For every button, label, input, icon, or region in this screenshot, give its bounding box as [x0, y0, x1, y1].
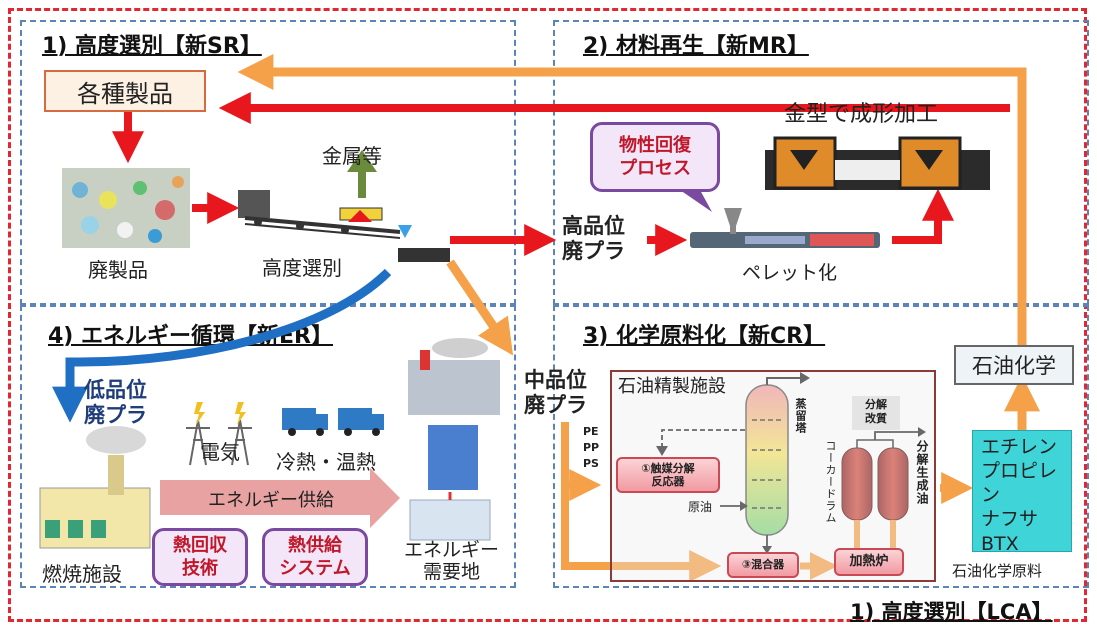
plastics-list: PE PP PS [583, 424, 599, 472]
title-lca: 1) 高度選別【LCA】 [850, 596, 1053, 626]
plastic-pe: PE [583, 425, 599, 438]
refinery-diagram [656, 372, 926, 554]
outer-lca-border [8, 8, 1087, 622]
quadrant-mr [553, 20, 1089, 305]
low-grade-label: 低品位 廃プラ [84, 378, 147, 428]
mixer-box: ③混合器 [727, 552, 799, 578]
property-recovery-line2: プロセス [619, 158, 691, 179]
waste-products-label: 廃製品 [88, 258, 148, 282]
catalyst-reactor-line1: ①触媒分解 [641, 461, 695, 475]
decomp-product-oil-label: 分解生成油 [915, 440, 929, 505]
property-recovery-bubble: 物性回復 プロセス [590, 122, 720, 192]
electricity-label: 電気 [200, 440, 240, 464]
low-grade-line1: 低品位 [84, 378, 147, 402]
high-grade-label: 高品位 廃プラ [562, 214, 625, 264]
distillation-tower-label: 蒸留塔 [794, 398, 807, 434]
petrochem-products-box: エチレン プロピレン ナフサ BTX [972, 430, 1072, 555]
catalyst-reactor-text: ①触媒分解 反応器 [641, 462, 694, 488]
title-er-num: 4) エネルギー循環 [48, 324, 236, 349]
products-box: 各種製品 [44, 70, 206, 112]
pelletizer-icon [690, 208, 880, 248]
orange-return-arrow [237, 54, 1027, 345]
heat-supply-line2: システム [279, 558, 351, 579]
mid-grade-line2: 廃プラ [524, 393, 587, 418]
energy-supply-label: エネルギー供給 [208, 490, 334, 511]
heat-supply-line1: 熱供給 [288, 534, 342, 556]
quadrant-sr [20, 20, 516, 305]
heating-furnace-label: 加熱炉 [849, 554, 889, 570]
quadrant-cr [553, 305, 1089, 588]
title-cr: 3) 化学原料化【新CR】 [583, 318, 825, 350]
truck-icons [282, 408, 384, 436]
product-ethylene: エチレン [981, 436, 1058, 458]
coker-drum-label: コーカードラム [824, 440, 837, 524]
mid-grade-label: 中品位 廃プラ [524, 368, 587, 418]
crude-oil-label: 原油 [688, 500, 713, 514]
high-grade-line2: 廃プラ [562, 239, 625, 264]
low-grade-line2: 廃プラ [84, 403, 147, 428]
incineration-plant-icon [39, 426, 151, 549]
mold-label: 金型で成形加工 [784, 102, 939, 127]
energy-demand-buildings-icon [408, 338, 500, 541]
product-naphtha: ナフサ [981, 508, 1039, 531]
metals-label: 金属等 [322, 144, 382, 168]
title-lca-bracket: 【LCA】 [965, 600, 1053, 624]
title-lca-num: 1) 高度選別 [850, 600, 966, 624]
product-propylene: プロピレン [981, 460, 1058, 507]
property-recovery-text: 物性回復 プロセス [619, 134, 691, 181]
energy-supply-arrow [160, 468, 400, 528]
title-cr-num: 3) 化学原料化 [583, 324, 727, 349]
mold-machine-icon [765, 136, 990, 190]
mid-grade-line1: 中品位 [524, 368, 587, 392]
cold-heat-label: 冷熱・温熱 [276, 450, 376, 474]
title-mr-num: 2) 材料再生 [583, 34, 705, 59]
product-btx: BTX [981, 532, 1019, 555]
quadrant-er [20, 305, 516, 588]
waste-products-image [62, 168, 190, 248]
catalyst-reactor-box: ①触媒分解 反応器 [616, 457, 720, 493]
heating-furnace-box: 加熱炉 [834, 548, 904, 576]
heat-recovery-text: 熱回収 技術 [173, 534, 227, 581]
property-recovery-line1: 物性回復 [619, 134, 691, 156]
heat-recovery-line2: 技術 [182, 558, 218, 579]
petrochem-raw-label: 石油化学原料 [952, 562, 1043, 580]
title-mr: 2) 材料再生【新MR】 [583, 28, 809, 60]
pelletize-label: ペレット化 [742, 262, 838, 284]
plastic-ps: PS [583, 456, 599, 470]
title-cr-bracket: 【新CR】 [726, 324, 826, 349]
heat-recovery-line1: 熱回収 [173, 534, 227, 556]
advanced-sorting-label: 高度選別 [262, 256, 342, 280]
heat-supply-text: 熱供給 システム [279, 534, 350, 581]
energy-demand-label: エネルギー 需要地 [404, 539, 500, 584]
energy-demand-line1: エネルギー [404, 539, 500, 561]
catalyst-reactor-line2: 反応器 [651, 475, 685, 488]
high-grade-line1: 高品位 [562, 214, 625, 238]
incineration-label: 燃焼施設 [42, 562, 122, 586]
mixer-label: ③混合器 [741, 558, 785, 572]
sorting-machine-icon [238, 190, 450, 262]
heat-recovery-bubble: 熱回収 技術 [152, 528, 248, 586]
decomp-reform-box: 分解 改質 [852, 396, 900, 430]
refinery-label: 石油精製施設 [618, 376, 726, 397]
petrochem-box: 石油化学 [954, 345, 1074, 385]
heat-supply-bubble: 熱供給 システム [262, 528, 368, 586]
title-sr-num: 1) 高度選別 [42, 34, 164, 59]
decomp-reform-line2: 改質 [865, 412, 887, 426]
decomp-reform-line1: 分解 [865, 398, 887, 411]
title-mr-bracket: 【新MR】 [704, 34, 809, 59]
energy-demand-line2: 需要地 [423, 560, 481, 583]
plastic-pp: PP [583, 440, 600, 454]
products-label: 各種製品 [77, 79, 173, 108]
petrochem-label: 石油化学 [972, 354, 1056, 378]
